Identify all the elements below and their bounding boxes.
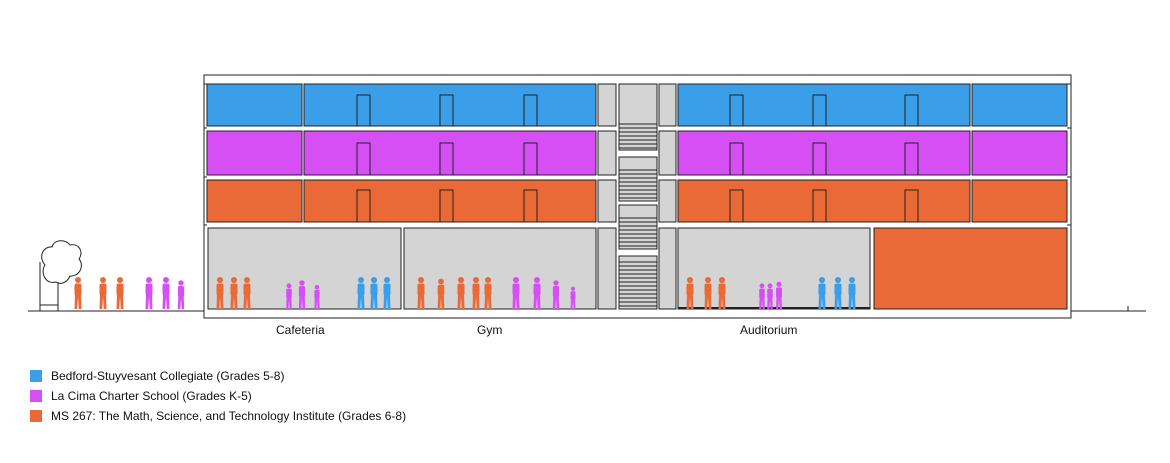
person-silhouette	[512, 277, 520, 309]
person-silhouette	[298, 280, 306, 309]
floor-1-ms-267	[206, 179, 1068, 223]
facade-ticks	[204, 83, 1071, 226]
classroom	[206, 83, 303, 127]
tree	[39, 240, 82, 311]
legend-swatch-blue	[30, 370, 42, 382]
person-silhouette	[704, 277, 712, 309]
classroom	[971, 130, 1068, 176]
person-silhouette	[162, 277, 170, 309]
classroom	[677, 179, 971, 223]
person-silhouette	[759, 283, 765, 309]
person-silhouette	[484, 277, 492, 309]
classroom	[206, 179, 303, 223]
classroom	[303, 83, 597, 127]
legend-label: MS 267: The Math, Science, and Technolog…	[51, 409, 407, 423]
person-silhouette	[314, 285, 320, 309]
classroom	[971, 179, 1068, 223]
legend-label: La Cima Charter School (Grades K-5)	[51, 389, 252, 403]
floor-2-la-cima	[206, 130, 1068, 176]
person-silhouette	[230, 277, 238, 309]
stair-core	[618, 83, 658, 310]
legend-item-la-cima: La Cima Charter School (Grades K-5)	[30, 386, 406, 406]
person-silhouette	[472, 277, 480, 309]
person-silhouette	[818, 277, 826, 309]
person-silhouette	[357, 277, 365, 309]
gym-space	[403, 227, 597, 310]
person-silhouette	[216, 277, 224, 309]
person-silhouette	[718, 277, 726, 309]
person-silhouette	[834, 277, 842, 309]
person-silhouette	[570, 286, 576, 309]
person-silhouette	[686, 277, 694, 309]
people-silhouettes	[74, 277, 856, 309]
person-silhouette	[533, 277, 541, 309]
cafeteria-label: Cafeteria	[276, 323, 325, 337]
person-silhouette	[286, 283, 292, 309]
legend-item-ms267: MS 267: The Math, Science, and Technolog…	[30, 406, 406, 426]
classroom	[303, 179, 597, 223]
classroom	[971, 83, 1068, 127]
person-silhouette	[383, 277, 391, 309]
person-silhouette	[457, 277, 465, 309]
person-silhouette	[145, 277, 153, 309]
person-silhouette	[767, 283, 773, 309]
person-silhouette	[848, 277, 856, 309]
person-silhouette	[99, 277, 107, 309]
auditorium-label: Auditorium	[740, 323, 798, 337]
service-shafts	[597, 83, 677, 310]
ms267-ground-room	[873, 227, 1068, 310]
person-silhouette	[177, 280, 185, 309]
classroom	[677, 83, 971, 127]
person-silhouette	[370, 277, 378, 309]
gym-label: Gym	[477, 323, 503, 337]
person-silhouette	[74, 277, 82, 309]
legend-label: Bedford-Stuyvesant Collegiate (Grades 5-…	[51, 369, 285, 383]
doors	[356, 94, 919, 222]
floor-3-bed-stuy-collegiate	[206, 83, 1068, 127]
classroom	[677, 130, 971, 176]
classroom	[303, 130, 597, 176]
stair-treads	[619, 123, 657, 307]
legend-swatch-purple	[30, 390, 42, 402]
legend-item-bed-stuy: Bedford-Stuyvesant Collegiate (Grades 5-…	[30, 366, 406, 386]
legend: Bedford-Stuyvesant Collegiate (Grades 5-…	[30, 366, 406, 426]
person-silhouette	[116, 277, 124, 309]
person-silhouette	[437, 278, 445, 309]
person-silhouette	[776, 281, 782, 309]
person-silhouette	[552, 280, 560, 309]
legend-swatch-orange	[30, 410, 42, 422]
person-silhouette	[243, 277, 251, 309]
classroom	[206, 130, 303, 176]
person-silhouette	[417, 277, 425, 309]
